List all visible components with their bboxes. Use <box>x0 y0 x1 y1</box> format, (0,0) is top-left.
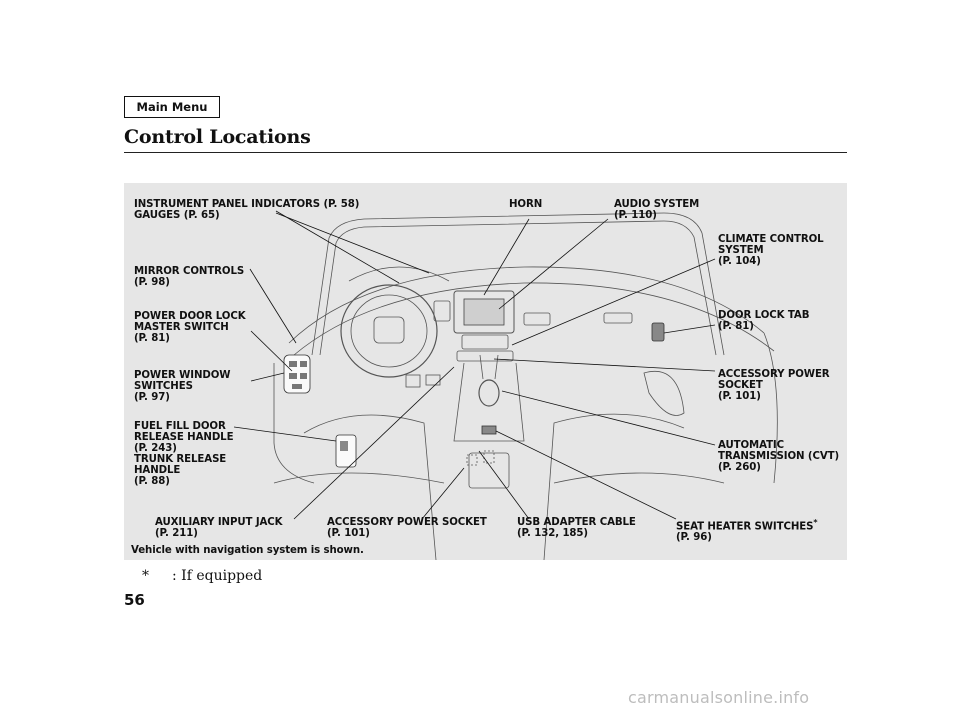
label-line: SOCKET <box>718 380 763 391</box>
label-climate-control: CLIMATE CONTROL SYSTEM (P. 104) <box>718 234 824 267</box>
label-line: TRUNK RELEASE <box>134 454 227 465</box>
caption-text: Vehicle with navigation system is shown. <box>131 545 364 556</box>
label-power-door-lock: POWER DOOR LOCK MASTER SWITCH (P. 81) <box>134 311 246 344</box>
label-line: HORN <box>509 199 543 210</box>
label-line: CLIMATE CONTROL <box>718 234 824 245</box>
label-auxiliary-input: AUXILIARY INPUT JACK (P. 211) <box>155 517 283 539</box>
label-line: FUEL FILL DOOR <box>134 421 226 432</box>
label-mirror-controls: MIRROR CONTROLS (P. 98) <box>134 266 244 288</box>
label-line: (P. 97) <box>134 392 170 403</box>
page-number: 56 <box>124 591 145 609</box>
label-line: RELEASE HANDLE <box>134 432 234 443</box>
main-menu-button[interactable]: Main Menu <box>124 96 220 118</box>
dashboard-illustration <box>233 210 778 560</box>
footnote-text: : If equipped <box>172 568 263 584</box>
label-line: MIRROR CONTROLS <box>134 266 245 277</box>
label-power-window: POWER WINDOW SWITCHES (P. 97) <box>134 370 231 403</box>
label-line: MASTER SWITCH <box>134 322 229 333</box>
label-usb-adapter: USB ADAPTER CABLE (P. 132, 185) <box>517 517 636 539</box>
label-line: HANDLE <box>134 465 181 476</box>
label-line: ACCESSORY POWER SOCKET <box>327 517 487 528</box>
label-horn: HORN <box>509 199 542 210</box>
label-line: (P. 260) <box>718 462 761 473</box>
label-line: (P. 243) <box>134 443 177 454</box>
label-accessory-socket-console: ACCESSORY POWER SOCKET (P. 101) <box>327 517 487 539</box>
label-line: SYSTEM <box>718 245 764 256</box>
label-line: TRANSMISSION (CVT) <box>718 451 840 462</box>
label-seat-heater: SEAT HEATER SWITCHES* (P. 96) <box>676 517 818 544</box>
label-audio-system: AUDIO SYSTEM (P. 110) <box>614 199 699 221</box>
label-line: (P. 98) <box>134 277 170 288</box>
asterisk-mark: * <box>142 568 149 584</box>
label-line: (P. 110) <box>614 210 657 221</box>
label-line: (P. 88) <box>134 476 170 487</box>
title-rule <box>124 152 847 154</box>
diagram-caption: Vehicle with navigation system is shown. <box>131 545 364 556</box>
label-automatic-transmission: AUTOMATIC TRANSMISSION (CVT) (P. 260) <box>718 440 839 473</box>
label-line: (P. 132, 185) <box>517 528 588 539</box>
label-line: AUXILIARY INPUT JACK <box>155 517 283 528</box>
label-line: POWER DOOR LOCK <box>134 311 246 322</box>
label-line: ACCESSORY POWER <box>718 369 830 380</box>
label-line: DOOR LOCK TAB <box>718 310 810 321</box>
label-line: AUTOMATIC <box>718 440 784 451</box>
label-line: (P. 96) <box>676 532 712 544</box>
label-line: (P. 81) <box>718 321 754 332</box>
label-line: (P. 101) <box>718 391 761 402</box>
label-line: USB ADAPTER CABLE <box>517 517 636 528</box>
label-line: INSTRUMENT PANEL INDICATORS (P. 58) <box>134 199 360 210</box>
label-line: (P. 101) <box>327 528 370 539</box>
watermark: carmanualsonline.info <box>628 688 810 707</box>
label-line: GAUGES (P. 65) <box>134 210 220 221</box>
asterisk-mark: * <box>813 518 818 527</box>
label-line: SEAT HEATER SWITCHES <box>676 521 814 533</box>
label-line: AUDIO SYSTEM <box>614 199 700 210</box>
diagram-panel <box>124 183 847 560</box>
label-line: SWITCHES <box>134 381 193 392</box>
label-line: (P. 104) <box>718 256 761 267</box>
label-line: POWER WINDOW <box>134 370 231 381</box>
label-fuel-fill-trunk: FUEL FILL DOOR RELEASE HANDLE (P. 243) T… <box>134 421 234 487</box>
label-accessory-socket: ACCESSORY POWER SOCKET (P. 101) <box>718 369 830 402</box>
footnote: * : If equipped <box>142 568 263 584</box>
label-line: (P. 81) <box>134 333 170 344</box>
label-instrument-panel-indicators: INSTRUMENT PANEL INDICATORS (P. 58) GAUG… <box>134 199 359 221</box>
page-title: Control Locations <box>124 126 311 148</box>
label-door-lock-tab: DOOR LOCK TAB (P. 81) <box>718 310 809 332</box>
label-line: (P. 211) <box>155 528 198 539</box>
